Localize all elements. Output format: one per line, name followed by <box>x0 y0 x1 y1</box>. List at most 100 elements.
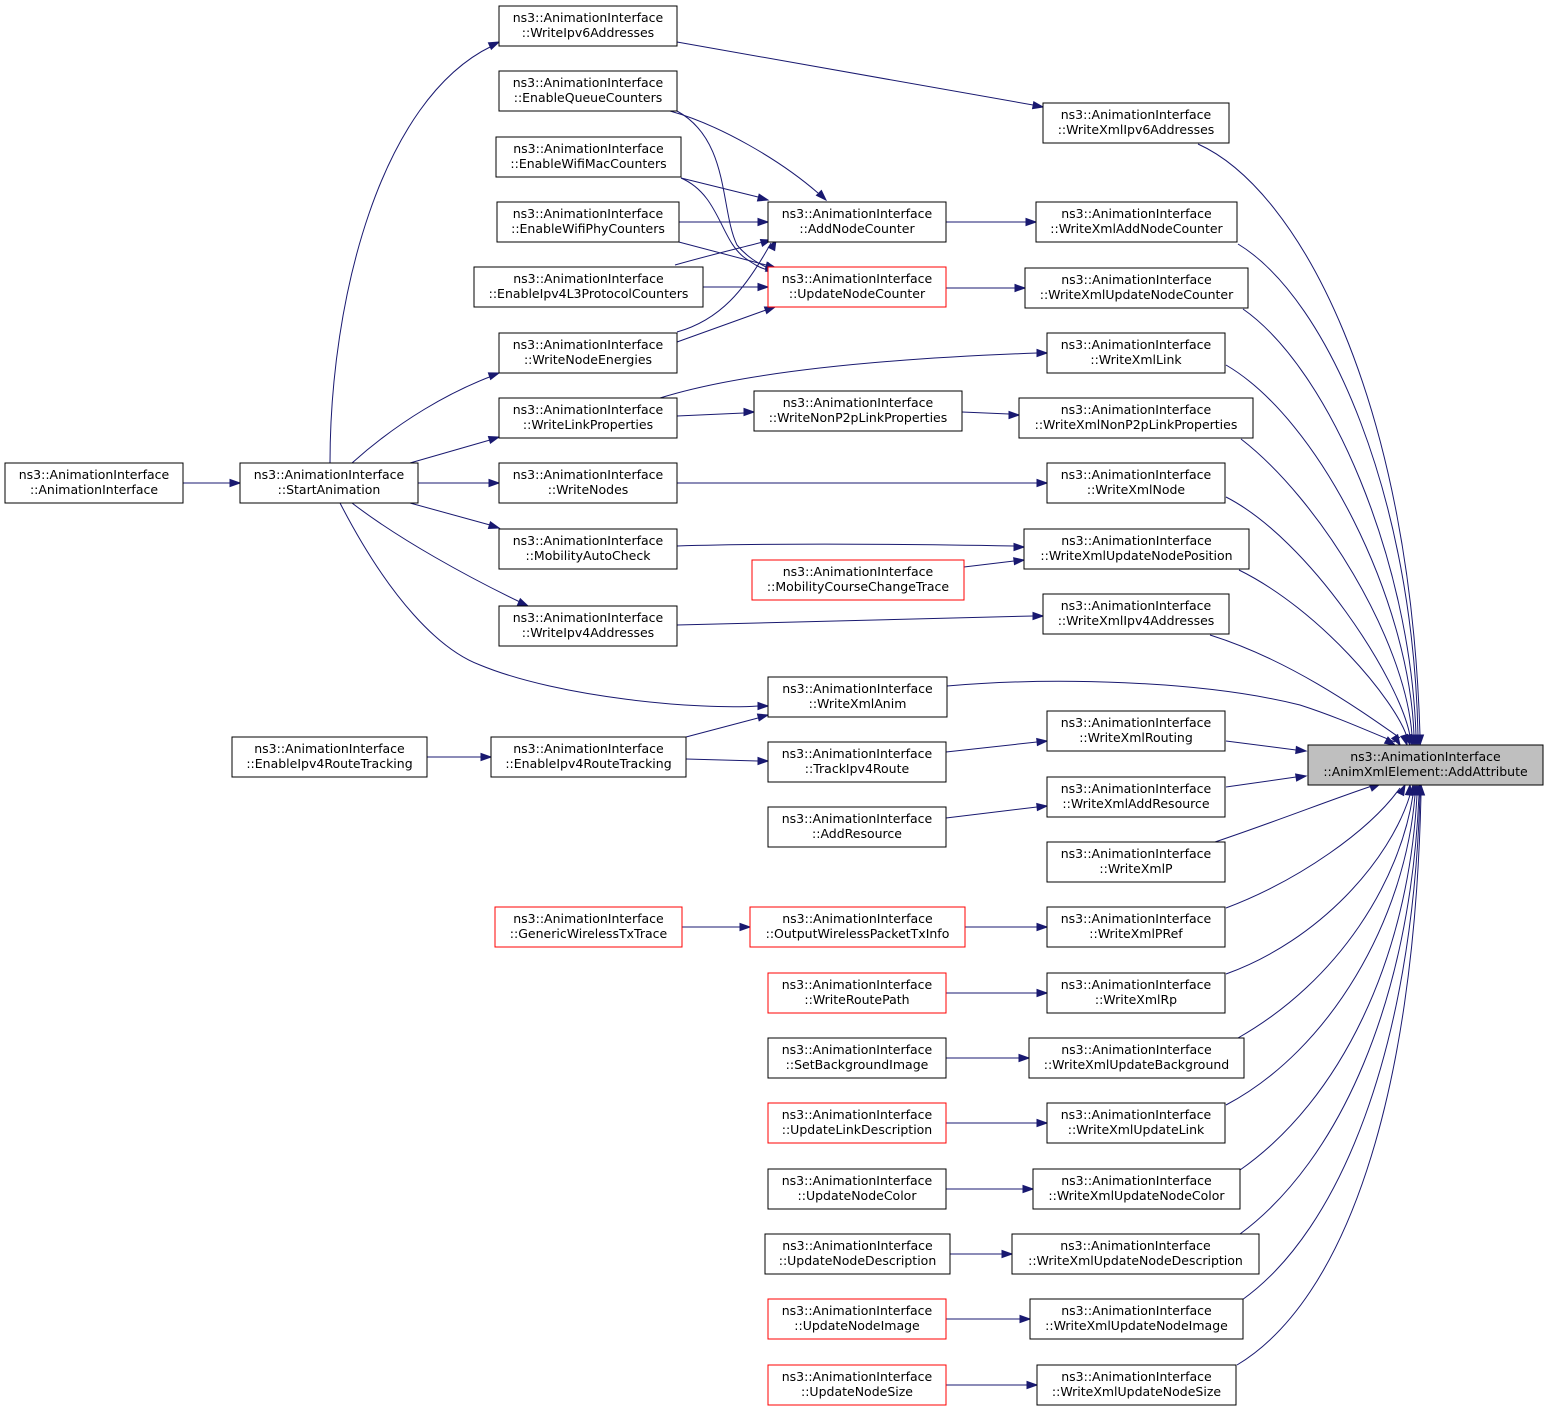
graph-node[interactable]: ns3::AnimationInterface::WriteIpv6Addres… <box>498 5 678 47</box>
call-edge <box>351 375 493 464</box>
node-box <box>498 70 678 112</box>
graph-node[interactable]: ns3::AnimationInterface::WriteXmlAnim <box>767 676 948 718</box>
node-label-line2: ::WriteXmlUpdateNodeCounter <box>1040 287 1234 302</box>
graph-node[interactable]: ns3::AnimationInterface::AnimationInterf… <box>4 462 184 504</box>
node-box <box>498 605 678 647</box>
arrowhead <box>1383 736 1397 746</box>
graph-node[interactable]: ns3::AnimationInterface::MobilityAutoChe… <box>498 528 678 570</box>
node-label-line2: ::WriteXmlUpdateNodeDescription <box>1028 1253 1243 1268</box>
node-label-line2: ::WriteRoutePath <box>804 992 909 1007</box>
graph-node[interactable]: ns3::AnimationInterface::WriteXmlIpv6Add… <box>1042 102 1230 144</box>
graph-node[interactable]: ns3::AnimationInterface::MobilityCourseC… <box>751 559 965 601</box>
node-label-line2: ::WriteIpv4Addresses <box>522 625 654 640</box>
graph-node[interactable]: ns3::AnimationInterface::UpdateLinkDescr… <box>767 1102 947 1144</box>
graph-node[interactable]: ns3::AnimationInterface::WriteNodes <box>498 462 678 504</box>
node-label-line2: ::UpdateNodeImage <box>794 1318 920 1333</box>
graph-node[interactable]: ns3::AnimationInterface::AddResource <box>767 806 947 848</box>
node-label-line2: ::EnableWifiPhyCounters <box>511 221 665 236</box>
graph-node[interactable]: ns3::AnimationInterface::WriteIpv4Addres… <box>498 605 678 647</box>
node-box <box>749 906 966 948</box>
node-box <box>1046 776 1226 818</box>
graph-node[interactable]: ns3::AnimationInterface::AddNodeCounter <box>767 201 947 243</box>
graph-node[interactable]: ns3::AnimationInterface::WriteXmlUpdateN… <box>1024 267 1249 309</box>
graph-node[interactable]: ns3::AnimationInterface::EnableQueueCoun… <box>498 70 678 112</box>
graph-node[interactable]: ns3::AnimationInterface::GenericWireless… <box>494 906 683 948</box>
node-label-line2: ::WriteXmlRp <box>1095 992 1177 1007</box>
node-label-line2: ::WriteXmlUpdateLink <box>1068 1122 1205 1137</box>
graph-node[interactable]: ns3::AnimationInterface::WriteXmlNode <box>1046 462 1226 504</box>
graph-node[interactable]: ns3::AnimationInterface::WriteXmlAddNode… <box>1035 201 1238 243</box>
graph-node[interactable]: ns3::AnimationInterface::WriteXmlUpdateL… <box>1046 1102 1226 1144</box>
call-edge <box>674 241 764 266</box>
node-label-line2: ::UpdateNodeColor <box>798 1188 918 1203</box>
node-label-line2: ::SetBackgroundImage <box>786 1057 929 1072</box>
graph-node[interactable]: ns3::AnimationInterface::UpdateNodeImage <box>767 1298 947 1340</box>
graph-node[interactable]: ns3::AnimationInterface::WriteXmlAddReso… <box>1046 776 1226 818</box>
node-label-line1: ns3::AnimationInterface <box>782 811 933 826</box>
call-edge <box>680 177 759 198</box>
call-edge <box>1225 794 1416 1106</box>
call-edge <box>963 560 1015 568</box>
arrowhead <box>1036 478 1049 488</box>
graph-node[interactable]: ns3::AnimationInterface::EnableIpv4Route… <box>490 736 687 778</box>
call-edge <box>409 502 491 526</box>
graph-node[interactable]: ns3::AnimationInterface::SetBackgroundIm… <box>767 1037 947 1079</box>
graph-node[interactable]: ns3::AnimationInterface::WriteNonP2pLink… <box>753 390 963 432</box>
graph-node[interactable]: ns3::AnimationInterface::WriteXmlLink <box>1046 332 1226 374</box>
graph-node[interactable]: ns3::AnimationInterface::WriteXmlUpdateN… <box>1029 1298 1244 1340</box>
node-label-line1: ns3::AnimationInterface <box>19 467 170 482</box>
graph-node[interactable]: ns3::AnimationInterface::WriteXmlUpdateN… <box>1011 1233 1260 1275</box>
graph-node[interactable]: ns3::AnimationInterface::WriteXmlRp <box>1046 972 1226 1014</box>
node-label-line1: ns3::AnimationInterface <box>1061 1303 1212 1318</box>
graph-node[interactable]: ns3::AnimationInterface::EnableIpv4L3Pro… <box>473 266 704 308</box>
node-box <box>1046 710 1226 752</box>
call-edge <box>674 240 767 266</box>
arrowhead <box>1013 542 1026 552</box>
node-label-line2: ::EnableWifiMacCounters <box>510 156 666 171</box>
node-box <box>498 397 678 439</box>
graph-node[interactable]: ns3::AnimationInterface::WriteXmlNonP2pL… <box>1018 397 1254 439</box>
graph-node[interactable]: ns3::AnimationInterface::OutputWirelessP… <box>749 906 966 948</box>
node-label-line1: ns3::AnimationInterface <box>513 911 664 926</box>
arrowhead <box>1036 1118 1049 1128</box>
call-edge <box>676 41 1034 106</box>
graph-node[interactable]: ns3::AnimationInterface::WriteXmlRouting <box>1046 710 1226 752</box>
graph-node[interactable]: ns3::AnimationInterface::WriteXmlUpdateB… <box>1028 1037 1245 1079</box>
node-label-line2: ::WriteXmlUpdateNodeImage <box>1045 1318 1228 1333</box>
graph-node[interactable]: ns3::AnimationInterface::WriteXmlUpdateN… <box>1036 1364 1237 1406</box>
arrowhead <box>815 189 828 202</box>
graph-node[interactable]: ns3::AnimationInterface::EnableWifiPhyCo… <box>496 201 680 243</box>
node-label-line1: ns3::AnimationInterface <box>513 610 664 625</box>
arrowhead <box>516 597 530 607</box>
node-box <box>767 741 947 783</box>
node-box <box>1046 972 1226 1014</box>
node-label-line1: ns3::AnimationInterface <box>1061 107 1212 122</box>
graph-node[interactable]: ns3::AnimationInterface::EnableWifiMacCo… <box>495 136 682 178</box>
graph-node[interactable]: ns3::AnimationInterface::WriteXmlUpdateN… <box>1032 1168 1241 1210</box>
graph-node[interactable]: ns3::AnimationInterface::UpdateNodeColor <box>767 1168 947 1210</box>
graph-node[interactable]: ns3::AnimationInterface::WriteLinkProper… <box>498 397 678 439</box>
node-label-line1: ns3::AnimationInterface <box>1061 781 1212 796</box>
node-label-line2: ::WriteXmlLink <box>1090 352 1182 367</box>
graph-node[interactable]: ns3::AnimationInterface::AnimXmlElement:… <box>1307 744 1544 786</box>
graph-node[interactable]: ns3::AnimationInterface::EnableIpv4Route… <box>231 736 428 778</box>
graph-node[interactable]: ns3::AnimationInterface::UpdateNodeDescr… <box>764 1233 951 1275</box>
graph-node[interactable]: ns3::AnimationInterface::StartAnimation <box>239 462 419 504</box>
node-label-line1: ns3::AnimationInterface <box>1060 1238 1211 1253</box>
node-box <box>764 1233 951 1275</box>
graph-node[interactable]: ns3::AnimationInterface::UpdateNodeSize <box>767 1364 947 1406</box>
arrowhead <box>488 478 501 488</box>
graph-node[interactable]: ns3::AnimationInterface::UpdateNodeCount… <box>767 266 947 308</box>
graph-node[interactable]: ns3::AnimationInterface::TrackIpv4Route <box>767 741 947 783</box>
graph-node[interactable]: ns3::AnimationInterface::WriteRoutePath <box>767 972 947 1014</box>
node-label-line2: ::UpdateNodeSize <box>801 1384 913 1399</box>
graph-node[interactable]: ns3::AnimationInterface::WriteXmlP <box>1046 841 1226 883</box>
graph-node[interactable]: ns3::AnimationInterface::WriteNodeEnergi… <box>498 332 678 374</box>
arrowhead <box>1036 802 1049 812</box>
graph-node[interactable]: ns3::AnimationInterface::WriteXmlUpdateN… <box>1023 528 1250 570</box>
arrowhead <box>1013 557 1026 566</box>
node-box <box>767 1168 947 1210</box>
graph-node[interactable]: ns3::AnimationInterface::WriteXmlIpv4Add… <box>1042 593 1230 635</box>
graph-node[interactable]: ns3::AnimationInterface::WriteXmlPRef <box>1046 906 1226 948</box>
